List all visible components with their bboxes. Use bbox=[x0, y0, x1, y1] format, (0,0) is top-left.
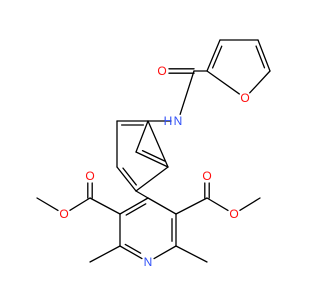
bond-p6-eRC bbox=[175, 197, 208, 215]
bond-p5-mR bbox=[175, 245, 208, 263]
bond-p4-p5 bbox=[153, 245, 177, 260]
bond-p6-p1 bbox=[147, 197, 177, 215]
left-ester-carbonyl-oxygen-label: O bbox=[85, 169, 94, 183]
right-ester-carbonyl-oxygen-label: O bbox=[202, 169, 211, 183]
bond-b6-b2 bbox=[147, 120, 169, 168]
left-ester-carbonyl-oxygen-label-background bbox=[84, 170, 96, 182]
bond-fO-fC2 bbox=[206, 70, 240, 95]
bond-p2-eLC bbox=[89, 197, 121, 215]
bond-b4-b5 bbox=[116, 166, 137, 192]
pyridine-nitrogen-label: N bbox=[144, 255, 153, 269]
furan-oxygen-label-background bbox=[239, 92, 251, 104]
bond-b4-b5-inner bbox=[122, 167, 137, 186]
bond-eRC-eRO2 bbox=[206, 197, 229, 212]
bond-fC5-fO bbox=[249, 70, 271, 94]
left-ester-ether-oxygen-label-background bbox=[58, 208, 70, 220]
bond-p1-p2-inner bbox=[125, 203, 147, 216]
pyridine-nitrogen-label-background bbox=[142, 256, 154, 268]
bond-eLO2-eLMe bbox=[36, 197, 59, 212]
amide-nitrogen-label: N bbox=[174, 114, 183, 128]
bond-b6-b1 bbox=[135, 151, 169, 168]
left-ester-ether-oxygen-label: O bbox=[59, 207, 68, 221]
bond-p3-p4 bbox=[119, 245, 143, 260]
bond-fC4-fC5-inner bbox=[255, 45, 266, 69]
bond-p1-p2 bbox=[119, 197, 149, 215]
bond-p3-p4-inner bbox=[124, 243, 142, 254]
bond-b5-p1 bbox=[135, 190, 149, 199]
amide-hydrogen-label: H bbox=[164, 114, 173, 128]
bond-b1-b2 bbox=[135, 120, 149, 153]
bond-fC2-fC3 bbox=[206, 39, 221, 72]
bond-eRO2-eRMe bbox=[239, 197, 261, 211]
bond-eLC-eLO2 bbox=[69, 197, 91, 211]
right-ester-ether-oxygen-label: O bbox=[229, 207, 238, 221]
bond-fC2-fC3-inner bbox=[211, 45, 223, 69]
right-ester-ether-oxygen-label-background bbox=[228, 208, 240, 220]
bond-p3-mL bbox=[89, 245, 121, 263]
amide-carbonyl-oxygen-label: O bbox=[157, 64, 166, 78]
bond-layer bbox=[36, 39, 271, 263]
bond-aC-aN bbox=[179, 70, 195, 115]
bond-b6-b1-inner bbox=[141, 149, 166, 162]
right-ester-carbonyl-oxygen-label-background bbox=[201, 170, 213, 182]
amide-carbonyl-oxygen-label-background bbox=[156, 65, 168, 77]
bond-b5-b6 bbox=[135, 166, 169, 192]
amide-nitrogen-label-background bbox=[172, 115, 184, 127]
bond-fC4-fC5 bbox=[257, 39, 271, 72]
furan-oxygen-label: O bbox=[240, 91, 249, 105]
